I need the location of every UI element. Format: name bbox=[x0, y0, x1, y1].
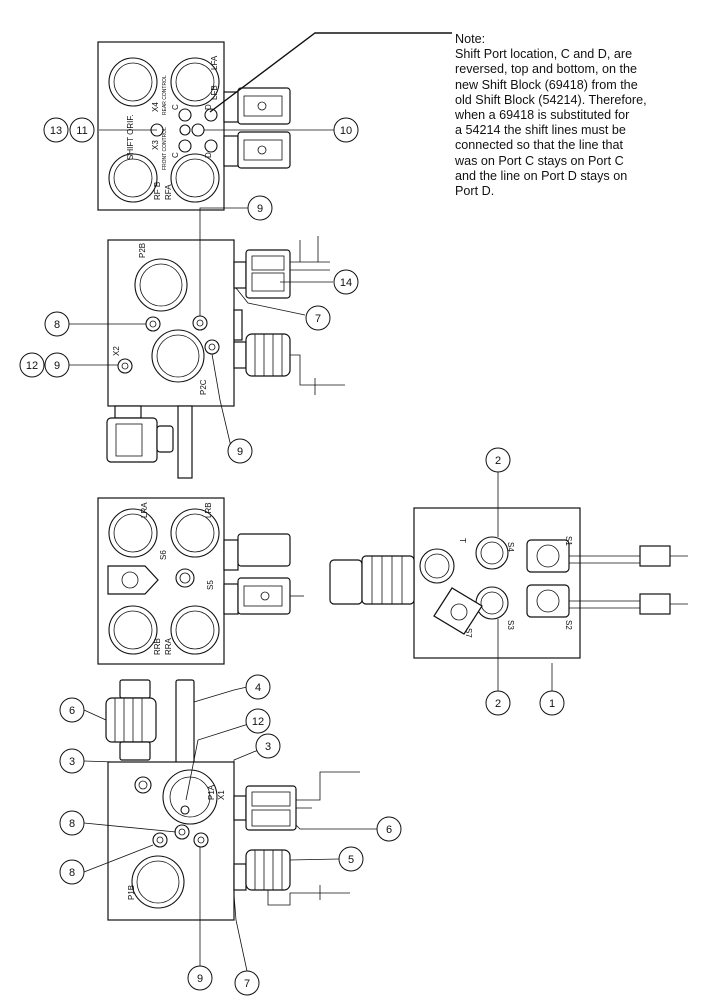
callout-3-b: 3 bbox=[255, 733, 281, 759]
callout-leader-lines bbox=[69, 129, 553, 972]
note-text-block: Note: Shift Port location, C and D, are … bbox=[455, 32, 717, 199]
rear-manifold-block: LRA LRB RRB RRA S6 S5 bbox=[97, 497, 304, 665]
svg-text:5: 5 bbox=[348, 854, 354, 866]
svg-text:3: 3 bbox=[69, 756, 75, 768]
note-line: reversed, top and bottom, on the bbox=[455, 62, 638, 77]
port-label-rear-control: REAR CONTROL bbox=[162, 75, 168, 115]
callout-9-d: 9 bbox=[187, 965, 213, 991]
note-leader-line bbox=[209, 32, 452, 113]
svg-text:9: 9 bbox=[54, 360, 60, 372]
svg-text:11: 11 bbox=[76, 125, 87, 137]
svg-text:14: 14 bbox=[340, 277, 352, 289]
callout-8-c: 8 bbox=[59, 859, 85, 885]
callout-4: 4 bbox=[245, 674, 271, 700]
note-line: was on Port C stays on Port C bbox=[455, 153, 624, 168]
svg-text:12: 12 bbox=[252, 716, 264, 728]
callout-9-a: 9 bbox=[247, 195, 273, 221]
port-label-d-bottom: D bbox=[204, 152, 213, 158]
port-label-s5: S5 bbox=[206, 580, 215, 590]
port-label-rrb: RRB bbox=[153, 638, 162, 655]
port-label-s1: S1 bbox=[564, 536, 573, 546]
p2-manifold-block: P2B P2C X2 bbox=[106, 236, 345, 479]
svg-text:7: 7 bbox=[244, 978, 250, 990]
svg-text:2: 2 bbox=[495, 698, 501, 710]
svg-text:10: 10 bbox=[340, 125, 352, 137]
svg-text:8: 8 bbox=[69, 867, 75, 879]
port-label-x1: X1 bbox=[217, 790, 226, 800]
svg-text:6: 6 bbox=[386, 824, 392, 836]
port-label-front-control: FRONT CONTROL bbox=[162, 127, 168, 170]
callout-1: 1 bbox=[539, 690, 565, 716]
callout-2-b: 2 bbox=[485, 690, 511, 716]
note-title: Note: bbox=[455, 32, 486, 46]
port-label-lrb: LRB bbox=[204, 502, 213, 518]
svg-text:1: 1 bbox=[549, 698, 555, 710]
port-label-t: T bbox=[458, 538, 467, 543]
port-label-p1b: P1B bbox=[127, 885, 136, 900]
svg-text:9: 9 bbox=[257, 203, 263, 215]
port-label-x2: X2 bbox=[112, 346, 121, 356]
svg-text:13: 13 bbox=[50, 125, 62, 137]
svg-text:3: 3 bbox=[265, 741, 271, 753]
shift-block: LFA LFB RF B RFA SHIFT ORIF. X4 X3 REAR … bbox=[97, 41, 291, 211]
port-label-p2c: P2C bbox=[199, 379, 208, 395]
port-label-lra: LRA bbox=[140, 502, 149, 518]
port-label-s3: S3 bbox=[506, 620, 515, 630]
note-line: when a 69418 is substituted for bbox=[455, 108, 630, 123]
svg-text:4: 4 bbox=[255, 682, 261, 694]
svg-text:9: 9 bbox=[237, 446, 243, 458]
svg-text:6: 6 bbox=[69, 705, 75, 717]
port-label-lfb: LFB bbox=[210, 85, 219, 100]
port-label-c-top: C bbox=[171, 104, 180, 110]
callout-2-a: 2 bbox=[485, 447, 511, 473]
port-label-s4: S4 bbox=[506, 542, 515, 552]
callout-6-a: 6 bbox=[59, 697, 85, 723]
svg-text:7: 7 bbox=[315, 313, 321, 325]
p1-manifold-block: P1A X1 P1B bbox=[105, 679, 360, 921]
svg-text:9: 9 bbox=[197, 973, 203, 985]
note-line: Shift Port location, C and D, are bbox=[455, 47, 633, 62]
svg-text:2: 2 bbox=[495, 455, 501, 467]
port-label-rfa: RFA bbox=[164, 184, 173, 200]
callout-14: 14 bbox=[333, 269, 359, 295]
port-label-rfb: RF B bbox=[153, 182, 162, 200]
port-label-p2b: P2B bbox=[138, 243, 147, 258]
callout-12-a: 12 bbox=[19, 352, 45, 378]
note-line: Port D. bbox=[455, 184, 495, 199]
port-label-rra: RRA bbox=[164, 637, 173, 655]
note-line: new Shift Block (69418) from the bbox=[455, 77, 638, 92]
callout-5: 5 bbox=[338, 846, 364, 872]
port-label-s6: S6 bbox=[159, 550, 168, 560]
callout-7-b: 7 bbox=[234, 970, 260, 996]
callout-7-a: 7 bbox=[305, 305, 331, 331]
callout-9-b: 9 bbox=[44, 352, 70, 378]
callout-8-b: 8 bbox=[59, 810, 85, 836]
port-label-shift-orif: SHIFT ORIF. bbox=[126, 114, 135, 160]
note-line: a 54214 the shift lines must be bbox=[455, 123, 626, 138]
side-manifold-block: T S4 S1 S2 S3 S7 bbox=[329, 507, 688, 659]
note-line: connected so that the line that bbox=[455, 138, 624, 153]
port-label-d-top: D bbox=[204, 104, 213, 110]
callout-11: 11 bbox=[69, 117, 95, 143]
port-label-s7: S7 bbox=[464, 628, 473, 638]
port-label-p1a: P1A bbox=[207, 784, 216, 800]
note-line: old Shift Block (54214). Therefore, bbox=[455, 92, 647, 107]
callout-6-b: 6 bbox=[376, 816, 402, 842]
port-label-lfa: LFA bbox=[210, 55, 219, 70]
svg-text:8: 8 bbox=[69, 818, 75, 830]
note-line: and the line on Port D stays on bbox=[455, 168, 628, 183]
callout-8-a: 8 bbox=[44, 311, 70, 337]
port-label-c-bottom: C bbox=[171, 152, 180, 158]
svg-text:8: 8 bbox=[54, 319, 60, 331]
callout-12-b: 12 bbox=[245, 708, 271, 734]
port-label-s2: S2 bbox=[564, 620, 573, 630]
callout-3-a: 3 bbox=[59, 748, 85, 774]
svg-text:12: 12 bbox=[26, 360, 38, 372]
callout-10: 10 bbox=[333, 117, 359, 143]
port-label-x4: X4 bbox=[151, 102, 160, 112]
callout-9-c: 9 bbox=[227, 438, 253, 464]
port-label-x3: X3 bbox=[151, 140, 160, 150]
callout-13: 13 bbox=[43, 117, 69, 143]
